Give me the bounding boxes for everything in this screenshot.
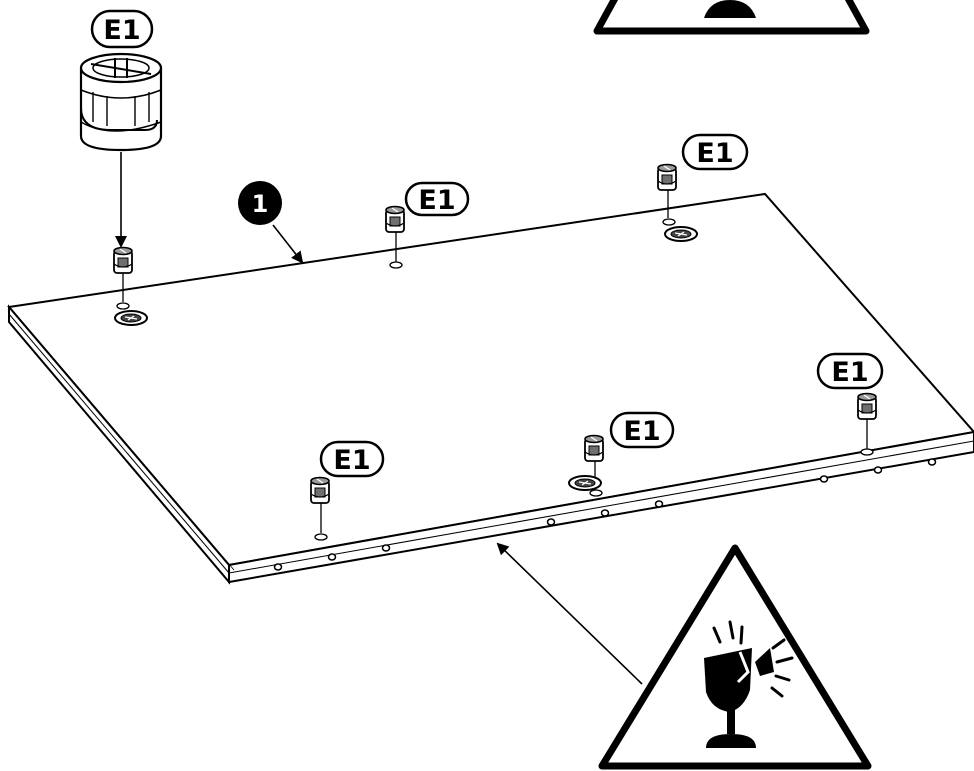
callout-front-left: E1 (319, 440, 385, 478)
callout-right: E1 (816, 352, 884, 390)
cam-fitting-front-center (568, 434, 604, 497)
cam-fitting-top-center (385, 205, 405, 269)
callout-detail: E1 (90, 9, 154, 49)
panel-left-edge (8, 304, 230, 585)
callout-right-label: E1 (831, 357, 868, 388)
cam-fitting-top-left (113, 246, 148, 326)
callout-front-center: E1 (609, 411, 675, 449)
panel (7, 192, 974, 585)
cam-fitting-front-left (310, 476, 330, 541)
callout-top-center-label: E1 (418, 185, 455, 216)
callout-front-center-label: E1 (623, 416, 660, 447)
fragile-warning-icon (593, 0, 870, 35)
callout-top-center: E1 (404, 181, 470, 217)
callout-front-left-label: E1 (333, 445, 370, 476)
cam-fitting-right (857, 392, 877, 456)
callout-top-right: E1 (681, 133, 749, 171)
step-number-badge: 1 (238, 181, 282, 225)
step-pointer-arrow (272, 224, 304, 264)
callout-detail-label: E1 (103, 15, 140, 46)
callout-top-right-label: E1 (696, 138, 733, 169)
cam-fitting-top-right (657, 163, 698, 242)
step-number: 1 (252, 190, 269, 218)
fragile-pointer-arrow (496, 542, 643, 685)
fragile-warning-icon (598, 544, 872, 770)
cam-fitting-large (79, 52, 163, 152)
edge-holes (273, 458, 937, 571)
